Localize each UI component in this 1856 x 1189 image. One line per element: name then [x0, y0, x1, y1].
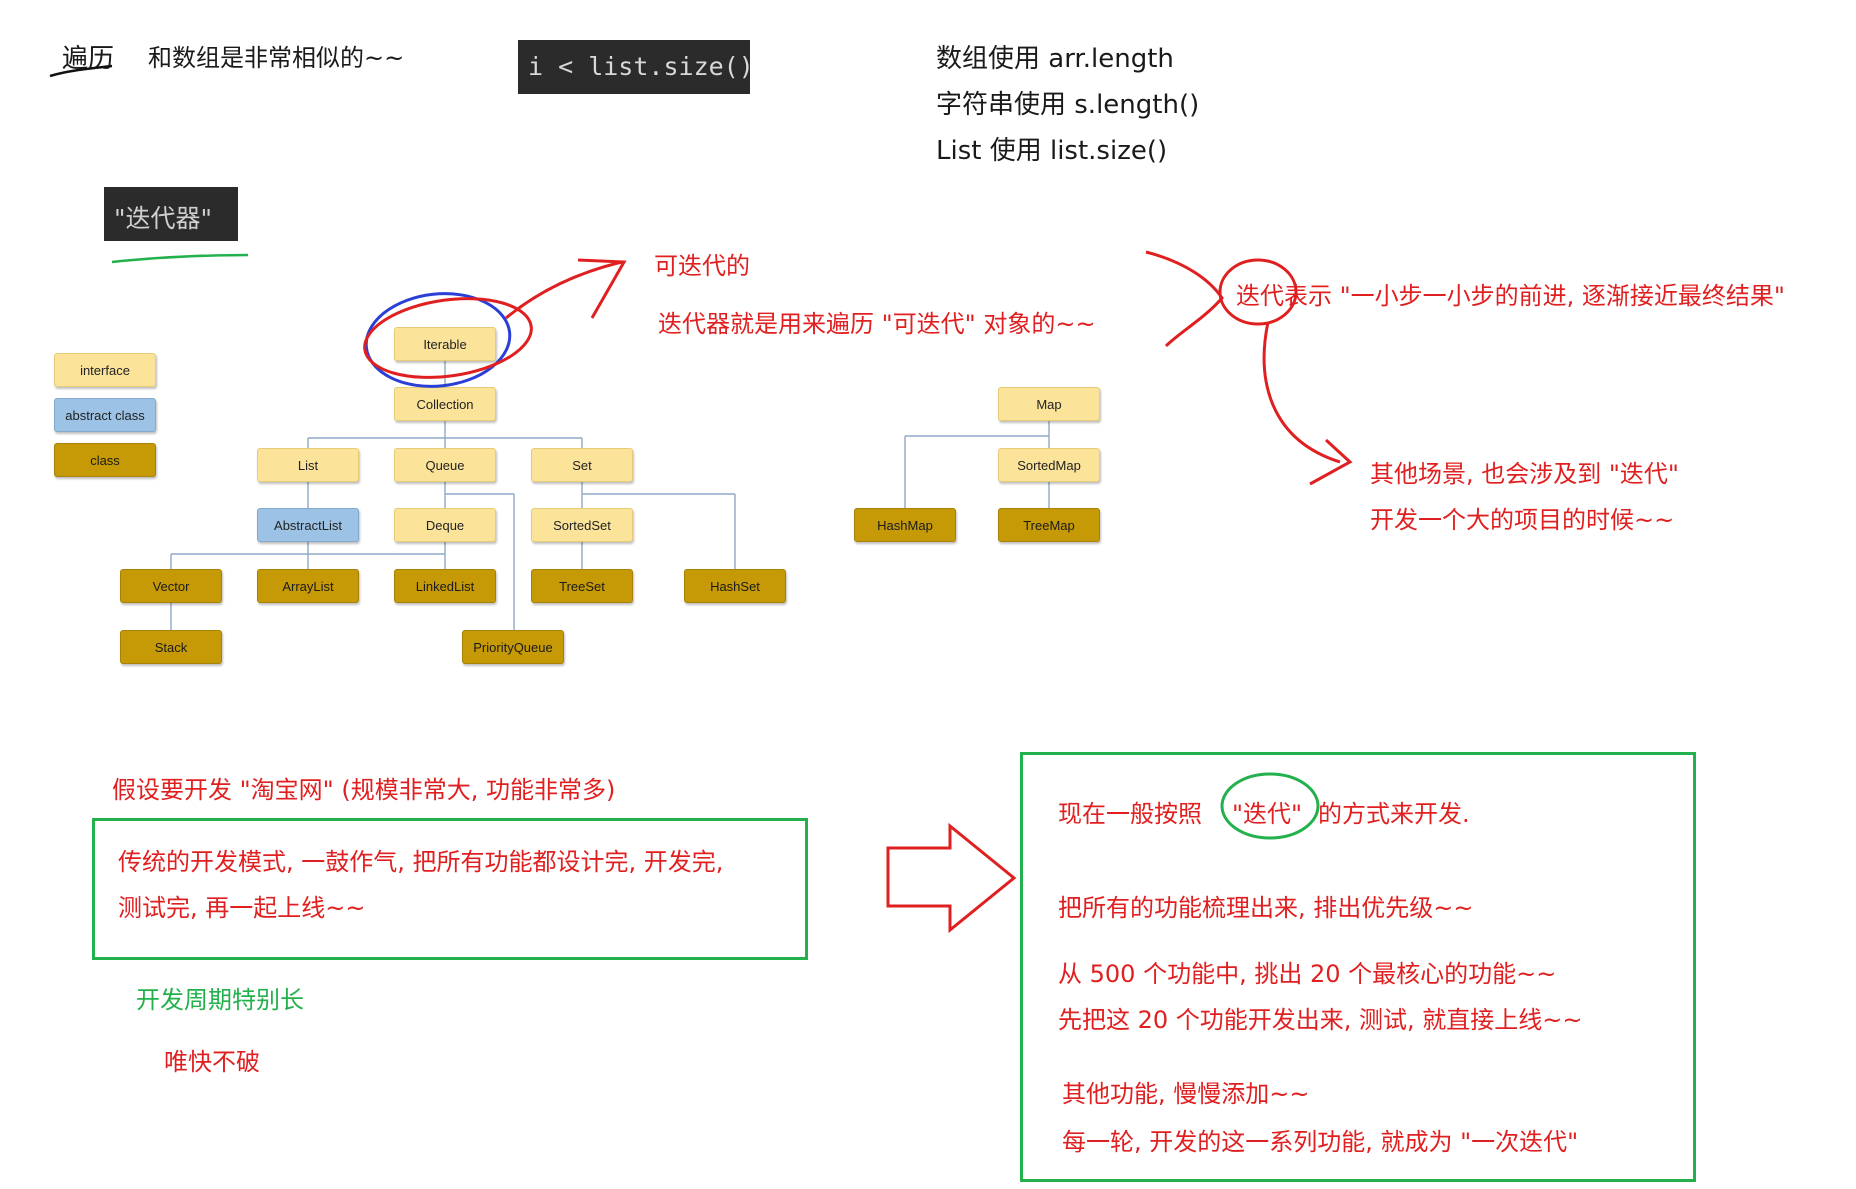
node-list: List — [257, 448, 359, 482]
node-iterable: Iterable — [394, 327, 496, 361]
iteration-word: 迭代 — [1236, 282, 1284, 310]
note-array-length: 数组使用 arr.length — [936, 44, 1174, 74]
pick-core-note: 从 500 个功能中, 挑出 20 个最核心的功能~~ — [1058, 960, 1557, 988]
note-list-size: List 使用 list.size() — [936, 136, 1168, 166]
sort-priority-note: 把所有的功能梳理出来, 排出优先级~~ — [1058, 894, 1474, 922]
now-prefix: 现在一般按照 — [1058, 800, 1202, 828]
iterator-purpose-note: 迭代器就是用来遍历 "可迭代" 对象的~~ — [658, 310, 1096, 338]
iterator-underline — [111, 253, 249, 264]
iterable-arrow — [505, 260, 623, 320]
red-brace — [1145, 250, 1224, 348]
node-arraylist: ArrayList — [257, 569, 359, 603]
node-treeset: TreeSet — [531, 569, 633, 603]
node-deque: Deque — [394, 508, 496, 542]
node-hashmap: HashMap — [854, 508, 956, 542]
node-queue: Queue — [394, 448, 496, 482]
node-sortedmap: SortedMap — [998, 448, 1100, 482]
big-project-note: 开发一个大的项目的时候~~ — [1370, 506, 1675, 534]
node-treemap: TreeMap — [998, 508, 1100, 542]
other-scenes-note: 其他场景, 也会涉及到 "迭代" — [1370, 460, 1679, 488]
legend-class: class — [54, 443, 156, 477]
iterative-mode-box — [1020, 752, 1696, 1182]
node-sortedset: SortedSet — [531, 508, 633, 542]
other-scenes-arrow — [1262, 321, 1341, 464]
legend-abstract-class: abstract class — [54, 398, 156, 432]
node-linkedlist: LinkedList — [394, 569, 496, 603]
iteration-meaning: 表示 "一小步一小步的前进, 逐渐接近最终结果" — [1284, 282, 1785, 310]
taobao-assumption: 假设要开发 "淘宝网" (规模非常大, 功能非常多) — [112, 776, 616, 804]
traverse-heading: 遍历 — [62, 44, 115, 74]
other-scenes-arrowhead — [1309, 438, 1353, 486]
traditional-mode-line2: 测试完, 再一起上线~~ — [118, 894, 366, 922]
note-string-length: 字符串使用 s.length() — [936, 90, 1200, 120]
iterable-cn-label: 可迭代的 — [654, 252, 750, 280]
iterator-label: "迭代器" — [114, 204, 212, 233]
similar-note: 和数组是非常相似的~~ — [148, 44, 405, 72]
node-map: Map — [998, 387, 1100, 421]
traditional-mode-box — [92, 818, 808, 960]
node-set: Set — [531, 448, 633, 482]
node-priorityqueue: PriorityQueue — [462, 630, 564, 664]
node-hashset: HashSet — [684, 569, 786, 603]
others-later-note: 其他功能, 慢慢添加~~ — [1062, 1080, 1310, 1108]
legend-interface: interface — [54, 353, 156, 387]
node-stack: Stack — [120, 630, 222, 664]
only-fast-note: 唯快不破 — [164, 1048, 260, 1076]
now-iteration-word: "迭代" — [1232, 800, 1303, 828]
each-round-note: 每一轮, 开发的这一系列功能, 就成为 "一次迭代" — [1062, 1128, 1579, 1156]
node-vector: Vector — [120, 569, 222, 603]
first-release-note: 先把这 20 个功能开发出来, 测试, 就直接上线~~ — [1058, 1006, 1583, 1034]
code-snippet-box: i < list.size() — [518, 40, 754, 94]
long-cycle-note: 开发周期特别长 — [136, 986, 304, 1014]
iterable-arrowhead — [577, 258, 627, 319]
big-red-arrow — [886, 822, 1017, 934]
now-suffix: 的方式来开发. — [1318, 800, 1470, 828]
node-collection: Collection — [394, 387, 496, 421]
traditional-mode-line1: 传统的开发模式, 一鼓作气, 把所有功能都设计完, 开发完, — [118, 848, 724, 876]
node-abstractlist: AbstractList — [257, 508, 359, 542]
code-snippet: i < list.size() — [528, 52, 754, 81]
iterator-label-box: "迭代器" — [104, 187, 238, 241]
